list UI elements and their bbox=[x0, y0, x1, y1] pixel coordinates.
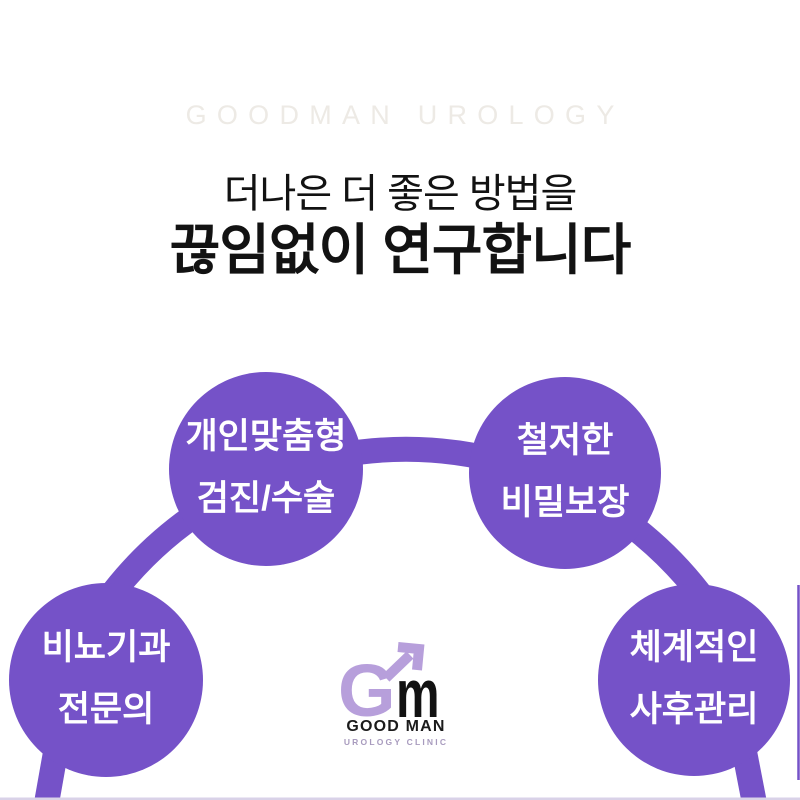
label-personalized-care: 개인맞춤형 검진/수술 bbox=[166, 406, 366, 530]
label-line: 사후관리 bbox=[629, 690, 759, 729]
label-line: 비밀보장 bbox=[500, 483, 630, 522]
circle-urology-specialist bbox=[9, 583, 203, 777]
logo-tagline: UROLOGY CLINIC bbox=[343, 737, 449, 747]
logo-name: GOOD MAN bbox=[346, 718, 446, 735]
headline-line1: 더나은 더 좋은 방법을 bbox=[223, 172, 578, 216]
label-line: 검진/수술 bbox=[196, 479, 336, 518]
brand-watermark: GOODMAN UROLOGY bbox=[185, 100, 625, 130]
label-urology-specialist: 비뇨기과 전문의 bbox=[6, 617, 206, 741]
male-symbol-arrow-icon bbox=[382, 642, 425, 682]
circle-personalized-care bbox=[169, 372, 363, 566]
chain-arc bbox=[58, 436, 754, 669]
label-strict-privacy: 철저한 비밀보장 bbox=[465, 410, 665, 534]
circle-strict-privacy bbox=[469, 377, 661, 569]
circle-systematic-aftercare bbox=[598, 584, 790, 776]
headline-line2: 끊임없이 연구합니다 bbox=[169, 219, 632, 281]
goodman-logo: G m GOOD MAN UROLOGY CLINIC bbox=[330, 640, 462, 748]
label-line: 비뇨기과 bbox=[41, 628, 171, 667]
label-systematic-aftercare: 체계적인 사후관리 bbox=[594, 617, 794, 741]
bottom-hairline bbox=[0, 797, 800, 800]
arrow-head bbox=[397, 642, 425, 671]
label-line: 개인맞춤형 bbox=[185, 417, 347, 456]
label-line: 철저한 bbox=[516, 421, 614, 460]
label-line: 전문의 bbox=[57, 690, 155, 729]
logo-monogram-m: m bbox=[396, 656, 440, 732]
logo-monogram-g: G bbox=[338, 649, 396, 732]
label-line: 체계적인 bbox=[629, 628, 759, 667]
arrow-shaft bbox=[382, 651, 414, 682]
